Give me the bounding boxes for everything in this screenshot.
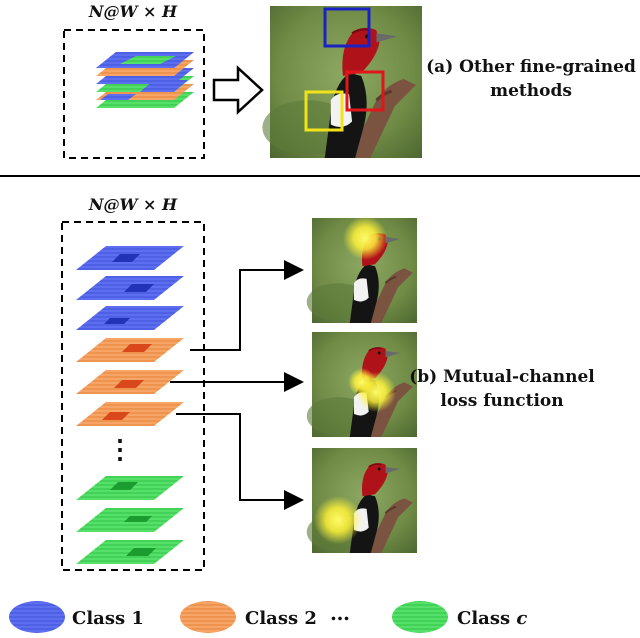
yellow-attention-box — [304, 90, 344, 132]
classc-channel — [76, 540, 184, 564]
classc-channel — [76, 476, 184, 500]
panel-b-caption-line1: (b) Mutual-channel — [409, 367, 595, 387]
blue-attention-box — [323, 7, 371, 48]
legend-item-class2: Class 2 — [180, 601, 317, 633]
class1-channel — [76, 246, 184, 270]
class2-channel — [76, 402, 184, 426]
legend-dots: … — [330, 601, 350, 625]
wing-highlight-2 — [348, 368, 376, 396]
panel-b-caption-line2: loss function — [440, 391, 563, 411]
tail-highlight — [314, 496, 362, 544]
panel-b: N@W × H ⋮ — [61, 195, 595, 571]
panel-a-feature-stack — [96, 52, 194, 108]
class1-label: Class 1 — [72, 608, 144, 629]
class2-channel — [76, 370, 184, 394]
red-attention-box — [345, 70, 385, 112]
panel-a-caption-line1: (a) Other fine-grained — [426, 57, 636, 77]
classc-channel — [76, 508, 184, 532]
classc-label: Class c — [457, 608, 527, 629]
class1-channel — [76, 306, 184, 330]
class1-swatch — [9, 601, 65, 633]
legend: Class 1 Class 2 … Class c — [9, 601, 527, 633]
panel-a-dims-label: N@W × H — [88, 2, 178, 21]
arrow-to-image-3 — [176, 413, 304, 510]
channel-ellipsis: ⋮ — [107, 435, 133, 465]
panel-b-dims-label: N@W × H — [88, 195, 178, 214]
legend-item-classc: Class c — [392, 601, 527, 633]
arrow-to-image-1 — [190, 260, 304, 351]
woodpecker-image-a — [260, 4, 424, 160]
class2-channel — [76, 338, 184, 362]
class1-channel — [76, 276, 184, 300]
class2-swatch — [180, 601, 236, 633]
head-highlight — [343, 216, 387, 260]
legend-item-class1: Class 1 — [9, 601, 144, 633]
panel-a-dashed-box — [63, 29, 205, 159]
class2-label: Class 2 — [245, 608, 317, 629]
panel-b-dashed-box — [61, 221, 205, 571]
panel-a: N@W × H (a) — [63, 2, 636, 160]
outline-arrow-icon — [212, 65, 264, 115]
classc-swatch — [392, 601, 448, 633]
panel-a-caption-line2: methods — [490, 81, 572, 101]
